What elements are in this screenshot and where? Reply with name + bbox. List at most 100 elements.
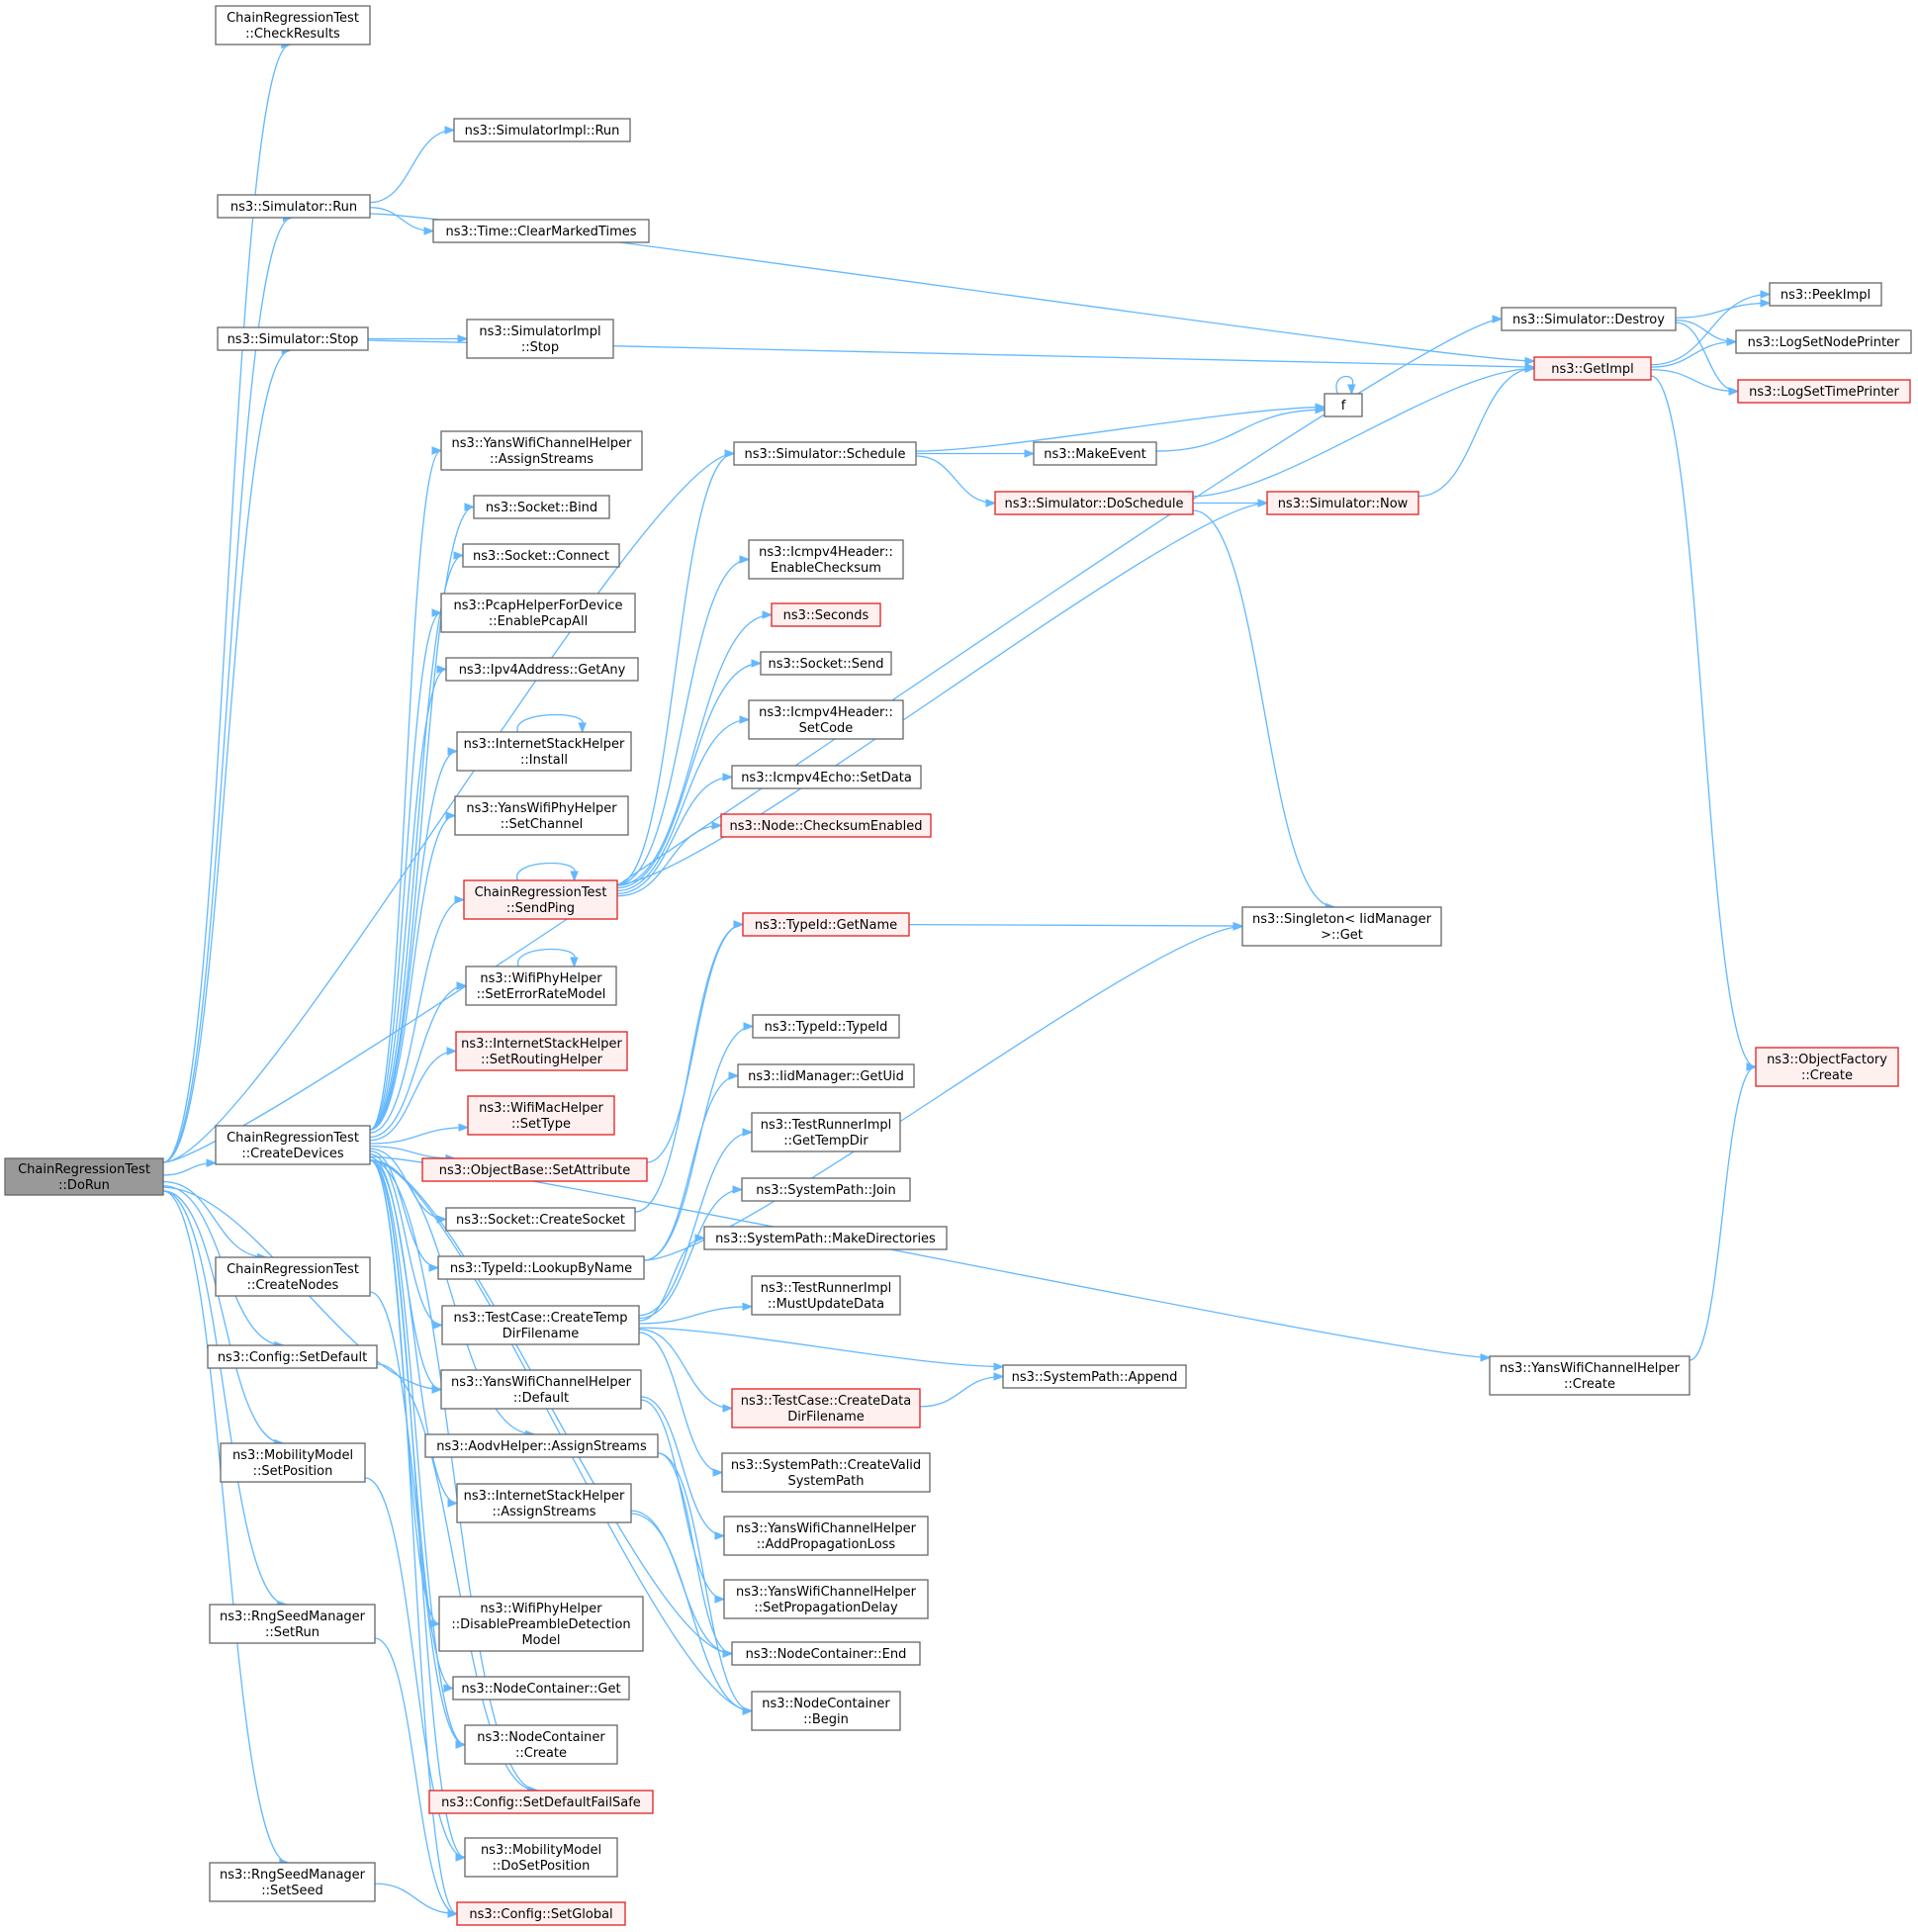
edge-CreateTemp-MakeDirs (638, 1234, 706, 1322)
edge-DoRun-RngSetRun (162, 1190, 289, 1610)
node-CreateDevices[interactable]: ChainRegressionTest::CreateDevices (215, 1125, 371, 1165)
node-SimRun[interactable]: ns3::Simulator::Run (217, 194, 371, 219)
node-ISHAssign[interactable]: ns3::InternetStackHelper::AssignStreams (456, 1483, 632, 1523)
node-AddProp[interactable]: ns3::YansWifiChannelHelper::AddPropagati… (723, 1516, 929, 1556)
edge-CreateDevices-GetAny (369, 665, 448, 1131)
node-SetCode[interactable]: ns3::Icmpv4Header::SetCode (748, 699, 904, 740)
node-SimStop[interactable]: ns3::Simulator::Stop (217, 326, 369, 351)
node-box (731, 1641, 921, 1666)
arrowhead-icon (454, 895, 466, 904)
node-ObjFactCreate[interactable]: ns3::ObjectFactory::Create (1755, 1047, 1899, 1087)
node-SimNow[interactable]: ns3::Simulator::Now (1266, 491, 1419, 515)
edge-line (908, 923, 1243, 927)
node-CreateSocket[interactable]: ns3::Socket::CreateSocket (445, 1207, 636, 1232)
node-MustUpdate[interactable]: ns3::TestRunnerImpl::MustUpdateData (751, 1275, 901, 1316)
node-box (748, 539, 904, 580)
edge-line (516, 713, 584, 733)
node-NCCreate[interactable]: ns3::NodeContainer::Create (464, 1724, 618, 1765)
node-box (1266, 491, 1419, 515)
node-ErrRate[interactable]: ns3::WifiPhyHelper::SetErrorRateModel (465, 966, 617, 1006)
node-PeekImpl[interactable]: ns3::PeekImpl (1769, 282, 1882, 307)
node-SockBind[interactable]: ns3::Socket::Bind (473, 495, 610, 519)
node-EnableChk[interactable]: ns3::Icmpv4Header::EnableChecksum (748, 539, 904, 580)
node-SockSend[interactable]: ns3::Socket::Send (760, 651, 892, 676)
node-SetRouting[interactable]: ns3::InternetStackHelper::SetRoutingHelp… (455, 1031, 628, 1071)
node-SetAttr[interactable]: ns3::ObjectBase::SetAttribute (421, 1157, 648, 1182)
node-CreateNodes[interactable]: ChainRegressionTest::CreateNodes (215, 1256, 371, 1297)
node-DoRun[interactable]: ChainRegressionTest::DoRun (4, 1157, 164, 1196)
edge-line (616, 776, 733, 894)
edge-DoRun-SimStop (162, 345, 293, 1163)
edge-ISHInstall-ISHInstall (516, 713, 587, 734)
edge-line (638, 1131, 753, 1317)
node-DoSchedule[interactable]: ns3::Simulator::DoSchedule (994, 491, 1194, 515)
node-YansPhySetCh[interactable]: ns3::YansWifiPhyHelper::SetChannel (454, 795, 629, 836)
node-CfgSetDefault[interactable]: ns3::Config::SetDefault (207, 1344, 378, 1369)
node-RngSetRun[interactable]: ns3::RngSeedManager::SetRun (209, 1604, 376, 1644)
node-DisablePre[interactable]: ns3::WifiPhyHelper::DisablePreambleDetec… (438, 1596, 644, 1652)
node-label: ns3::Simulator::Destroy (1512, 313, 1665, 327)
node-RngSetSeed[interactable]: ns3::RngSeedManager::SetSeed (209, 1862, 376, 1902)
node-SockConnect[interactable]: ns3::Socket::Connect (462, 543, 620, 568)
node-label: ns3::NodeContainer::Get (461, 1682, 620, 1697)
node-SimSchedule[interactable]: ns3::Simulator::Schedule (733, 441, 917, 466)
node-YansChDefault[interactable]: ns3::YansWifiChannelHelper::Default (440, 1369, 642, 1410)
node-label: ns3::MobilityModel (481, 1843, 601, 1858)
node-SimImplRun[interactable]: ns3::SimulatorImpl::Run (453, 118, 631, 142)
edge-DoRun-SimSchedule (162, 449, 736, 1163)
node-TypeIdTypeId[interactable]: ns3::TypeId::TypeId (752, 1014, 900, 1039)
node-Pcap[interactable]: ns3::PcapHelperForDevice::EnablePcapAll (440, 593, 636, 633)
node-SPAppend[interactable]: ns3::SystemPath::Append (1002, 1364, 1187, 1389)
node-SPJoin[interactable]: ns3::SystemPath::Join (741, 1177, 911, 1202)
edge-GetImpl-LogTime (1650, 369, 1740, 396)
node-SingletonGet[interactable]: ns3::Singleton< IidManager>::Get (1241, 906, 1442, 947)
node-SetData[interactable]: ns3::Icmpv4Echo::SetData (731, 765, 922, 789)
node-NCBegin[interactable]: ns3::NodeContainer::Begin (751, 1691, 901, 1731)
node-Seconds[interactable]: ns3::Seconds (771, 602, 881, 627)
node-ChkEnabled[interactable]: ns3::Node::ChecksumEnabled (720, 813, 932, 838)
edge-SimStop-SimImplStop (367, 334, 469, 343)
node-SetPropDelay[interactable]: ns3::YansWifiChannelHelper::SetPropagati… (723, 1579, 929, 1619)
node-DoSetPos[interactable]: ns3::MobilityModel::DoSetPosition (464, 1837, 618, 1878)
node-NCGet[interactable]: ns3::NodeContainer::Get (452, 1676, 630, 1701)
node-MacSetType[interactable]: ns3::WifiMacHelper::SetType (467, 1095, 615, 1136)
edge-line (369, 1159, 466, 1746)
node-SetGlobal[interactable]: ns3::Config::SetGlobal (456, 1901, 626, 1926)
node-GetAny[interactable]: ns3::Ipv4Address::GetAny (445, 657, 639, 682)
node-SendPing[interactable]: ChainRegressionTest::SendPing (463, 879, 618, 920)
node-LogNode[interactable]: ns3::LogSetNodePrinter (1735, 329, 1912, 354)
node-label: ns3::WifiPhyHelper (480, 971, 602, 986)
node-label: ns3::AodvHelper::AssignStreams (436, 1439, 647, 1454)
node-ClearMarked[interactable]: ns3::Time::ClearMarkedTimes (432, 219, 650, 243)
node-label: ::DoSetPosition (493, 1859, 591, 1874)
node-GetTempDir[interactable]: ns3::TestRunnerImpl::GetTempDir (751, 1112, 901, 1152)
node-box (207, 1344, 378, 1369)
node-YansChCreate[interactable]: ns3::YansWifiChannelHelper::Create (1489, 1355, 1690, 1396)
node-label: ns3::Simulator::Stop (228, 332, 359, 347)
arrowhead-icon (1233, 921, 1244, 931)
node-FailSafe[interactable]: ns3::Config::SetDefaultFailSafe (428, 1790, 654, 1814)
node-GetUid[interactable]: ns3::IidManager::GetUid (737, 1063, 915, 1088)
node-box (456, 731, 632, 772)
node-NCEnd[interactable]: ns3::NodeContainer::End (731, 1641, 921, 1666)
node-MakeEvent[interactable]: ns3::MakeEvent (1033, 441, 1157, 466)
node-ISHInstall[interactable]: ns3::InternetStackHelper::Install (456, 731, 632, 772)
node-AodvAssign[interactable]: ns3::AodvHelper::AssignStreams (424, 1433, 659, 1458)
node-SimImplStop[interactable]: ns3::SimulatorImpl::Stop (466, 319, 614, 359)
node-MobSetPos[interactable]: ns3::MobilityModel::SetPosition (220, 1442, 366, 1483)
node-LogTime[interactable]: ns3::LogSetTimePrinter (1737, 379, 1911, 404)
node-label: ns3::PcapHelperForDevice (454, 598, 623, 613)
node-LookupByName[interactable]: ns3::TypeId::LookupByName (437, 1255, 645, 1280)
node-YansChAssign[interactable]: ns3::YansWifiChannelHelper::AssignStream… (440, 430, 643, 471)
node-SimDestroy[interactable]: ns3::Simulator::Destroy (1501, 307, 1677, 331)
node-MakeDirs[interactable]: ns3::SystemPath::MakeDirectories (703, 1226, 948, 1250)
arrowhead-icon (722, 1404, 734, 1413)
node-GetName[interactable]: ns3::TypeId::GetName (742, 912, 910, 937)
node-CheckResults[interactable]: ChainRegressionTest::CheckResults (215, 5, 371, 46)
node-f[interactable]: f (1324, 393, 1363, 417)
node-box (1735, 329, 1912, 354)
node-GetImpl[interactable]: ns3::GetImpl (1533, 356, 1652, 381)
